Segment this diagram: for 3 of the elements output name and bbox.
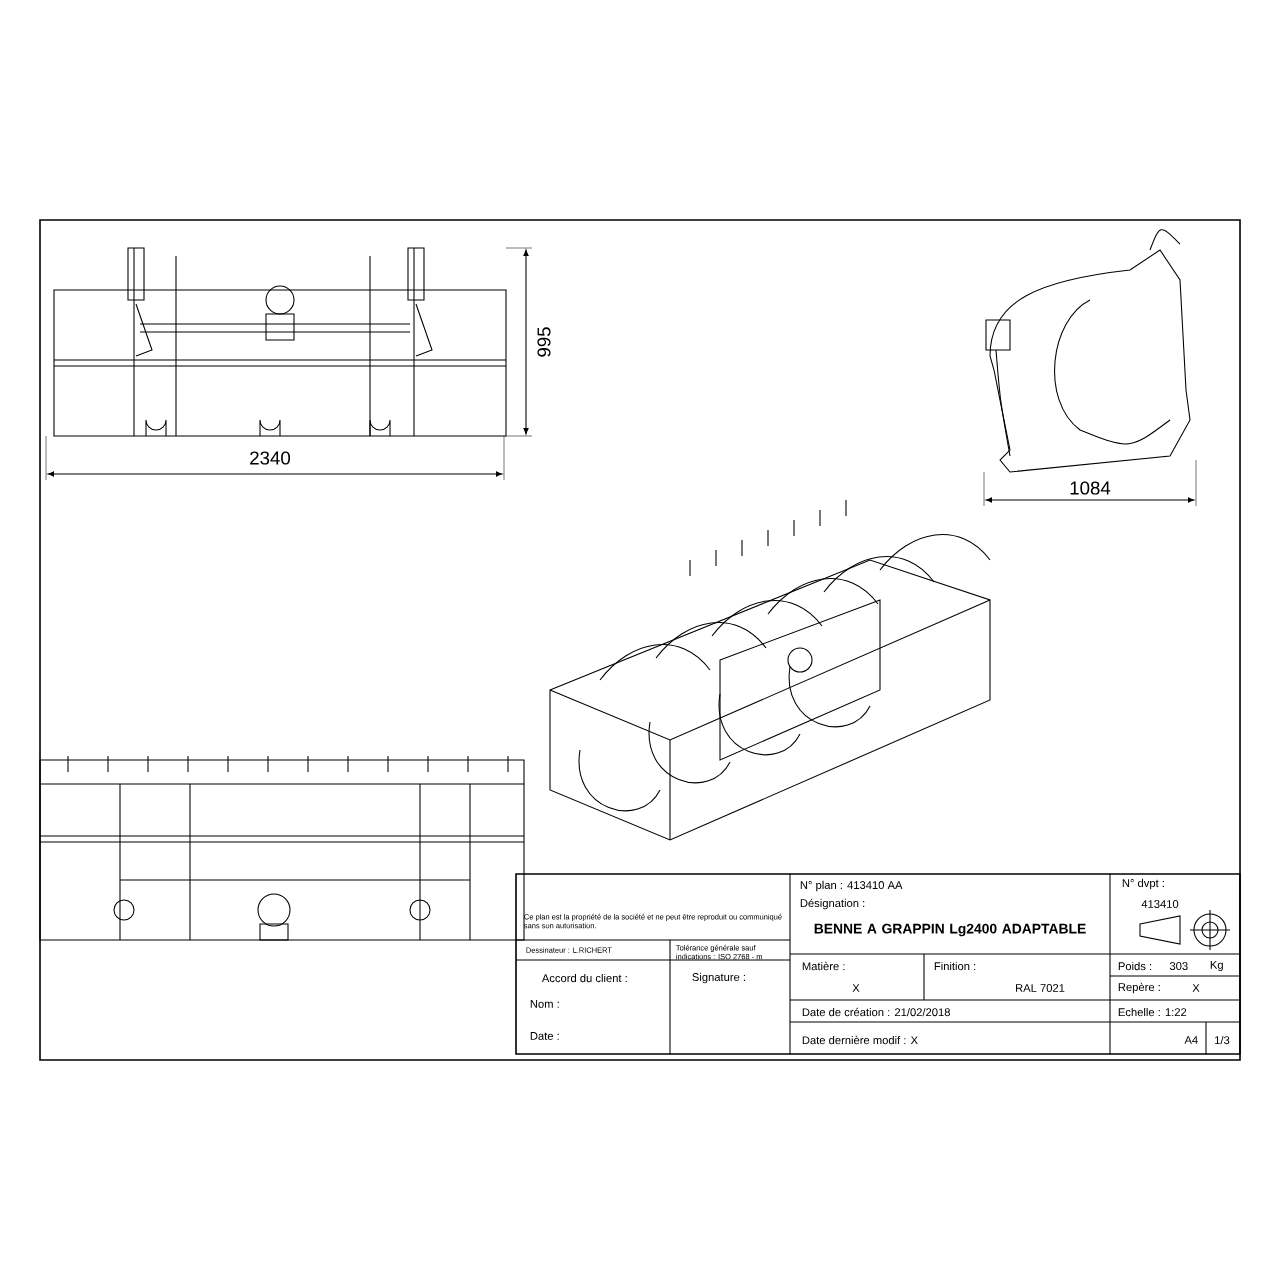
dimension-label: 1084 [1067, 480, 1113, 496]
dimension-label: 995 [536, 325, 552, 359]
dimension-label: 2340 [247, 450, 293, 466]
